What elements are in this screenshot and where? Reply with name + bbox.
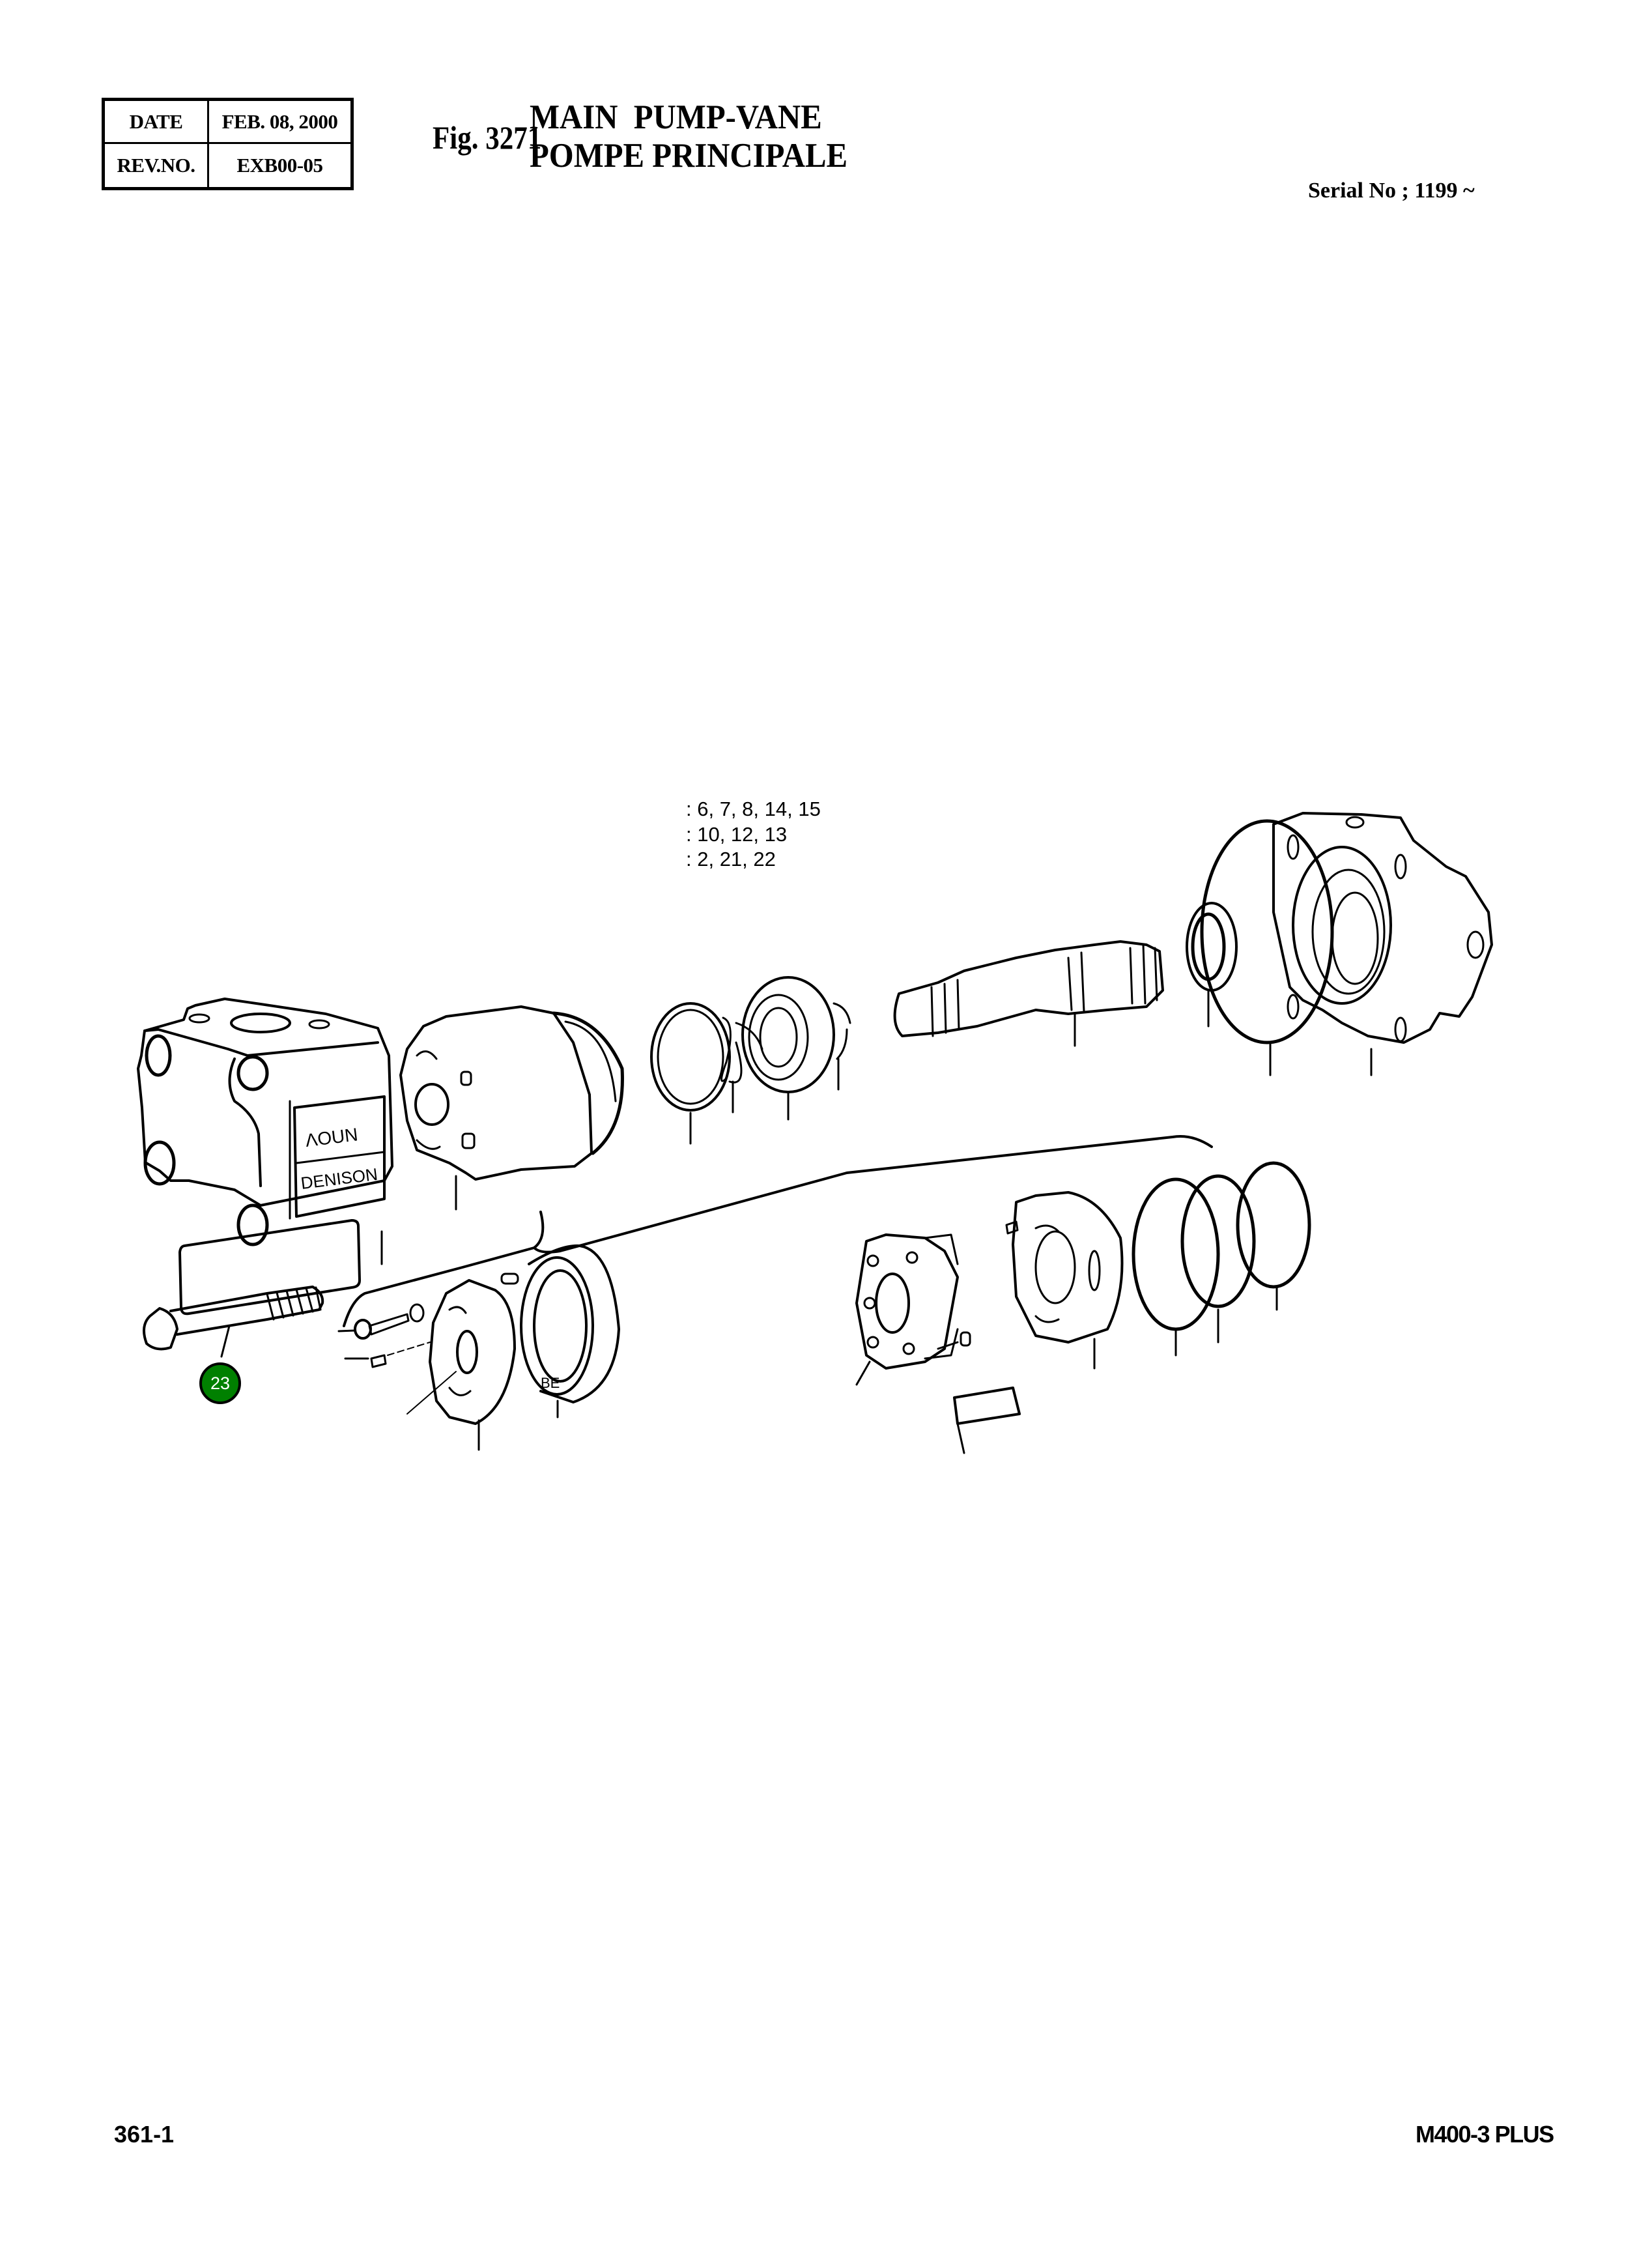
page-title-french: POMPE PRINCIPALE: [530, 137, 848, 175]
snap-ring-drawing: [650, 1002, 763, 1145]
rotor-drawing: [855, 1233, 971, 1386]
rev-label: REV.NO.: [105, 144, 209, 187]
front-housing-drawing: [1272, 812, 1493, 1076]
drive-shaft-drawing: [893, 940, 1164, 1047]
cam-ring-drawing: BE: [500, 1244, 620, 1418]
cartridge-drawing: [399, 1005, 624, 1211]
revision-table: DATE FEB. 08, 2000 REV.NO. EXB00-05: [102, 98, 354, 190]
pressure-plate-drawing: [1005, 1191, 1124, 1370]
rear-housing-drawing: ɅOUN DENISON: [137, 998, 393, 1265]
legend-line: : 6, 7, 8, 14, 15: [686, 798, 821, 820]
date-label: DATE: [105, 101, 209, 144]
group-bracket-drawing: [343, 1135, 1213, 1327]
end-plate-drawing: [406, 1279, 516, 1451]
svg-text:DENISON: DENISON: [300, 1164, 378, 1193]
kit-legend: : 6, 7, 8, 14, 15 : 10, 12, 13 : 2, 21, …: [686, 797, 821, 872]
figure-number: Fig. 3271: [433, 119, 542, 156]
model-name: M400-3 PLUS: [1416, 2121, 1554, 2148]
page-title-english: MAIN PUMP-VANE: [530, 98, 822, 136]
serial-range: Serial No ; 1199 ~: [1308, 179, 1475, 203]
cap-screw-drawing: [337, 1303, 431, 1368]
hex-bolt-drawing: [143, 1286, 324, 1358]
svg-text:BE: BE: [541, 1375, 560, 1391]
name-plate-drawing: [178, 1219, 361, 1316]
o-ring-drawing: [1200, 819, 1334, 1076]
date-value: FEB. 08, 2000: [209, 101, 350, 144]
shaft-seal-drawing: [1186, 902, 1238, 1028]
rev-value: EXB00-05: [236, 154, 323, 177]
ball-bearing-drawing: [741, 976, 851, 1121]
svg-text:ɅOUN: ɅOUN: [304, 1124, 359, 1151]
legend-line: : 2, 21, 22: [686, 848, 776, 870]
seal-rings-drawing: [1132, 1161, 1311, 1357]
legend-line: : 10, 12, 13: [686, 822, 788, 846]
callout-23[interactable]: 23: [199, 1362, 241, 1404]
vane-pack-drawing: [953, 1387, 1021, 1454]
page-number: 361-1: [114, 2121, 175, 2148]
